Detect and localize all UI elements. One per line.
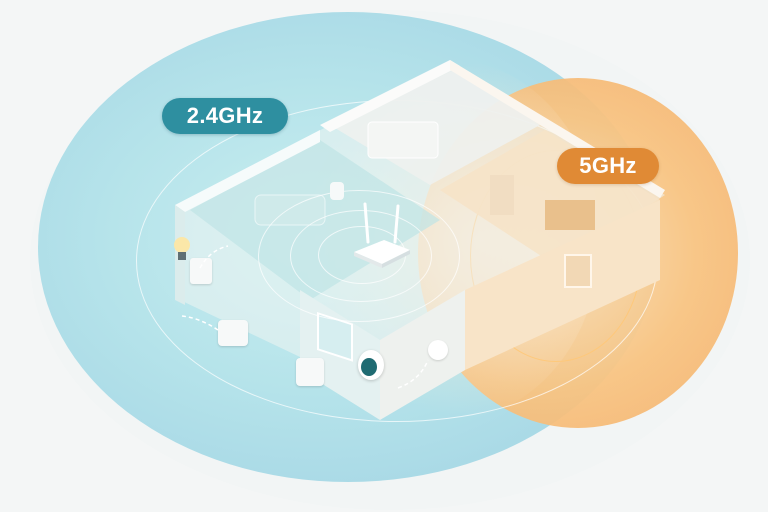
smart-plug-icon [190,258,212,284]
router-icon [354,202,410,268]
speaker-icon [330,182,344,200]
smart-plug-icon [296,358,324,386]
lightbulb-icon [174,237,190,260]
band-label-5ghz: 5GHz [557,148,659,184]
smoke-detector-icon [428,340,448,360]
band-label-2-4ghz: 2.4GHz [162,98,288,134]
smart-plug-icon [218,320,248,346]
signal-ring [258,190,460,322]
camera-icon [358,350,384,380]
signal-ring [290,210,432,302]
